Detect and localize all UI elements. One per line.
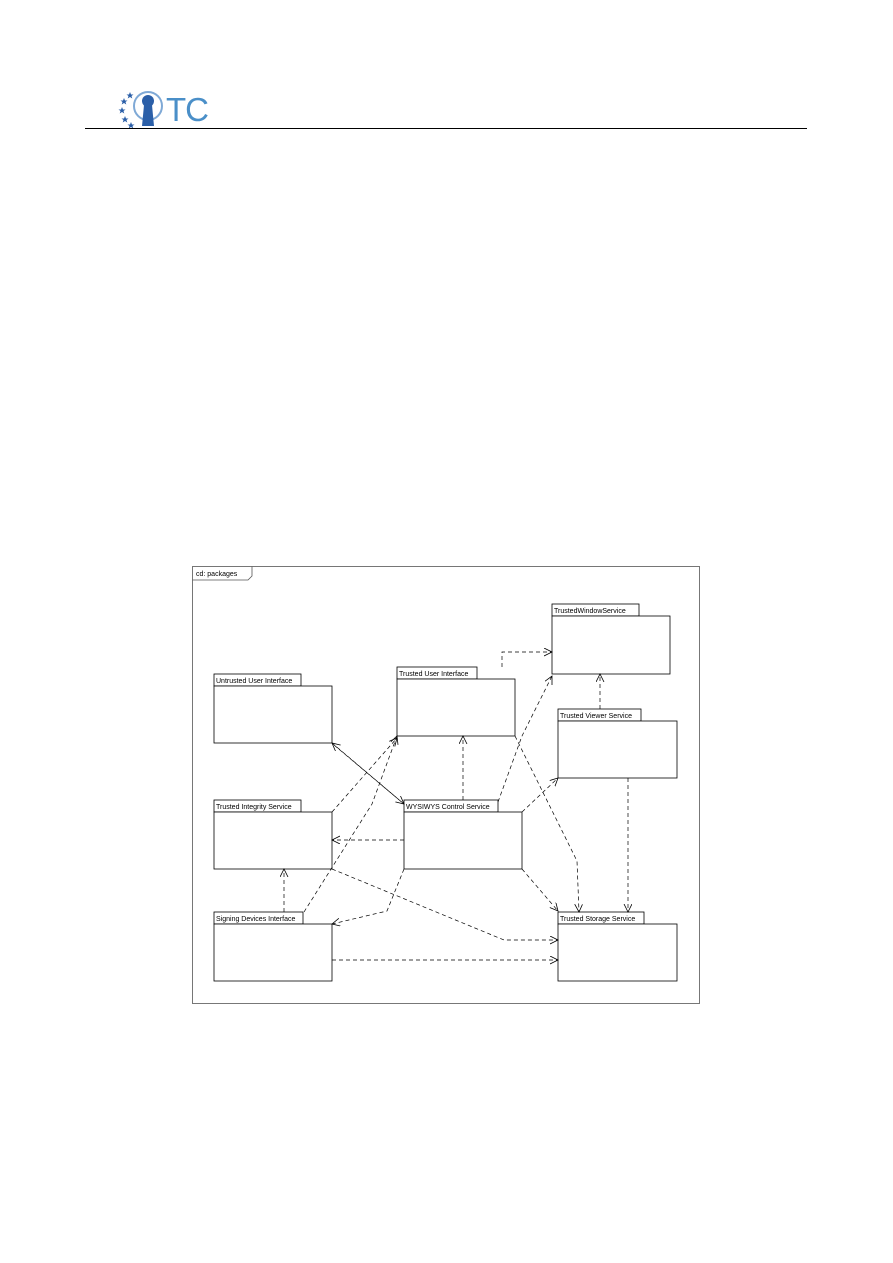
package-diagram: cd: packages TrustedWindowService Untrus… (192, 566, 700, 1004)
package-trusted-ui: Trusted User Interface (396, 666, 516, 737)
package-trusted-viewer: Trusted Viewer Service (557, 708, 678, 779)
keyhole-stars-icon: TC (118, 91, 209, 129)
frame-label: cd: packages (196, 571, 238, 578)
dependency-arrow (521, 778, 558, 813)
dependency-arrow (332, 868, 405, 924)
package-label: Trusted Storage Service (560, 916, 635, 923)
dependency-arrow (521, 868, 558, 911)
package-trusted-storage: Trusted Storage Service (557, 911, 678, 982)
logo: TC (116, 86, 216, 130)
package-label: Trusted Viewer Service (560, 713, 632, 720)
package-label: TrustedWindowService (554, 608, 626, 615)
package-label: WYSIWYS Control Service (406, 804, 490, 811)
package-label: Untrusted User Interface (216, 678, 292, 685)
frame-tab (192, 566, 253, 581)
package-label: Trusted Integrity Service (216, 804, 292, 811)
package-label: Trusted User Interface (399, 671, 468, 678)
package-wysiwys-control: WYSIWYS Control Service (403, 799, 523, 870)
dependency-arrow (497, 676, 552, 803)
package-label: Signing Devices Interface (216, 916, 295, 923)
dependency-arrow (332, 743, 405, 805)
logo-text: TC (166, 91, 208, 128)
package-untrusted-ui: Untrusted User Interface (213, 673, 333, 744)
dependency-arrow (501, 652, 552, 667)
dependency-arrow (333, 744, 404, 804)
header-divider (85, 128, 807, 129)
package-trusted-window: TrustedWindowService (551, 603, 671, 675)
package-signing-devices: Signing Devices Interface (213, 911, 333, 982)
package-trusted-integrity: Trusted Integrity Service (213, 799, 333, 870)
dependency-arrow (331, 738, 397, 813)
dependency-arrow (303, 736, 397, 913)
